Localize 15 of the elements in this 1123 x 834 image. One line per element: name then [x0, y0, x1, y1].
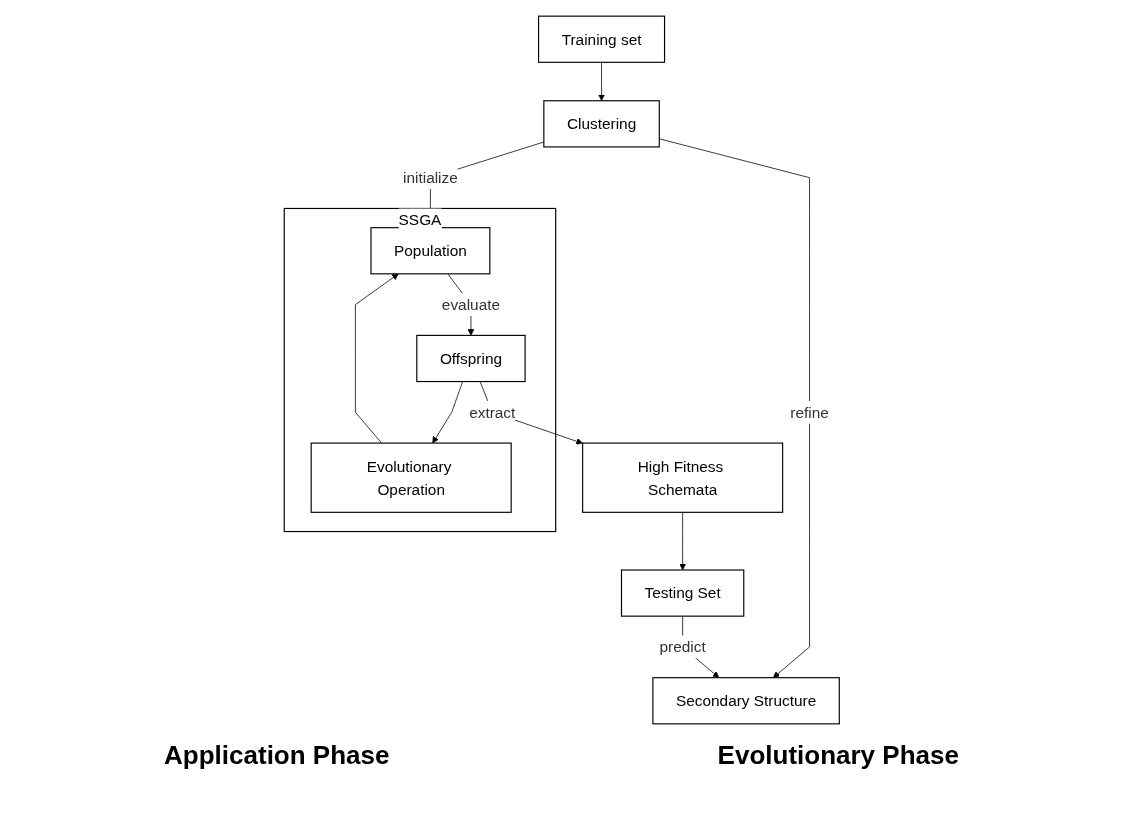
- node-box: Population: [370, 227, 491, 275]
- phase-label: Evolutionary Phase: [717, 740, 959, 771]
- edge-label: extract: [468, 403, 516, 421]
- node-box: Training set: [537, 15, 665, 63]
- edge-label: evaluate: [441, 296, 500, 314]
- node-box: Evolutionary Operation: [310, 442, 512, 513]
- edge-label: refine: [790, 403, 829, 421]
- phase-label: Application Phase: [164, 740, 390, 771]
- node-box: High Fitness Schemata: [581, 442, 783, 513]
- node-box: Clustering: [543, 100, 660, 148]
- node-box: Testing Set: [620, 569, 745, 617]
- edge-label: predict: [659, 638, 706, 656]
- edge-label: initialize: [402, 169, 458, 187]
- node-box: Secondary Structure: [652, 677, 840, 725]
- node-box: Offspring: [415, 334, 526, 383]
